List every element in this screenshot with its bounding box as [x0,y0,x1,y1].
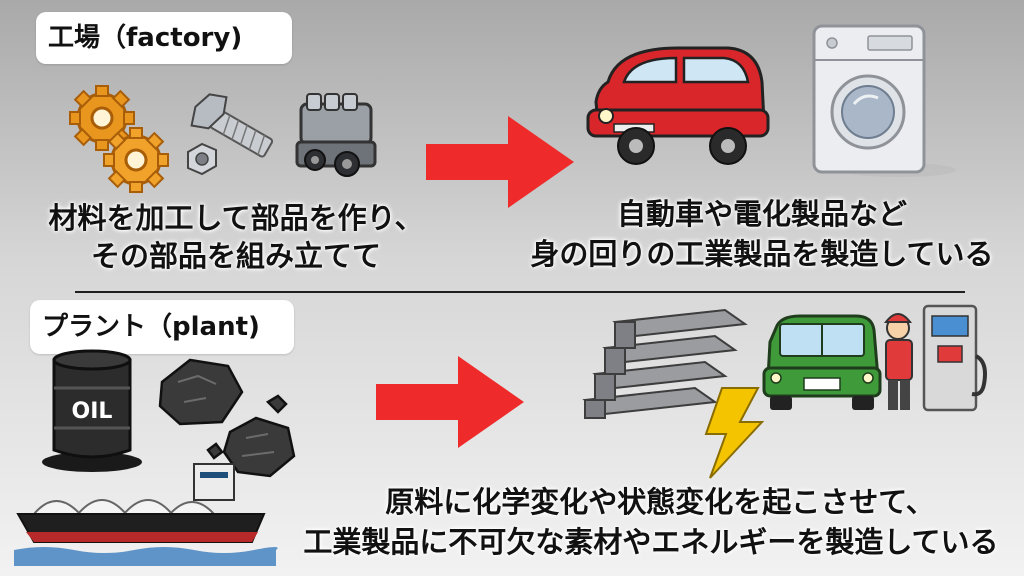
plant-label: プラント（plant) [30,300,294,354]
factory-description-line1: 材料を加工して部品を作り、 [48,201,424,235]
engine-icon [295,93,377,177]
factory-description-line2: その部品を組み立てて [90,239,381,273]
tanker-ship-icon [14,463,278,566]
washing-machine-icon [812,24,956,177]
gas-station-attendant-icon [883,304,987,412]
factory-result-line1: 自動車や電化製品など [616,197,907,231]
green-car-icon [762,314,882,410]
section-divider [75,291,965,293]
plant-label-text: プラント（plant) [42,312,260,342]
factory-label-text: 工場（factory) [48,23,243,53]
plant-result-line1: 原料に化学変化や状態変化を起こさせて、 [385,485,935,519]
gear-icon [69,85,169,193]
red-car-icon [586,46,770,165]
arrow-right-icon-2 [376,356,524,448]
coal-icon [158,358,296,478]
plant-result-line2: 工業製品に不可欠な素材やエネルギーを製造している [303,525,999,559]
arrow-right-icon [426,116,574,208]
steel-beams-icon [582,308,748,419]
oil-drum-icon: OIL [42,349,142,472]
lightning-icon [704,387,765,479]
bolt-nut-icon [187,93,274,176]
factory-result-line2: 身の回りの工業製品を製造している [530,237,994,271]
oil-drum-text: OIL [72,399,113,424]
factory-label: 工場（factory) [36,12,292,64]
